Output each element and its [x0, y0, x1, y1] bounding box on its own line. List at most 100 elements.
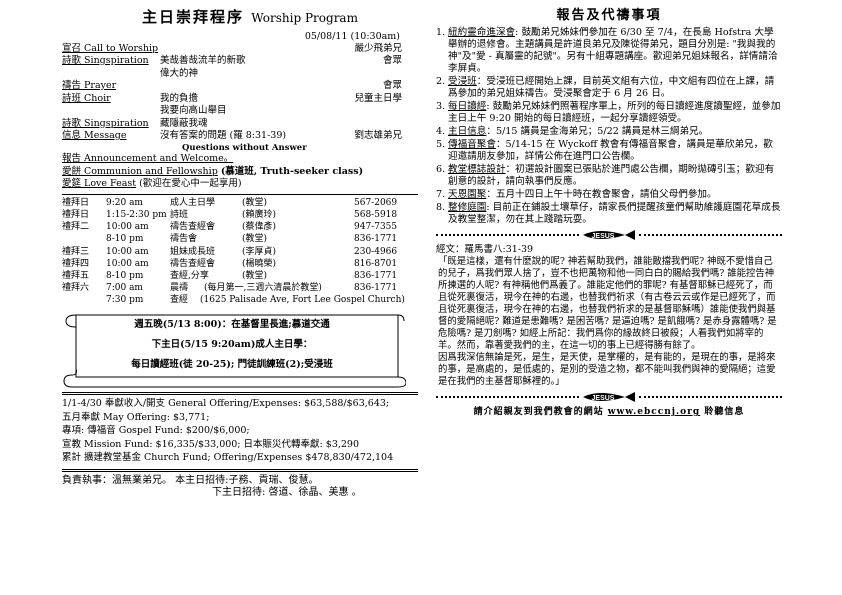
- news-item: 7. 天恩園聚：五月十四日上午十時在教會聚會，請伯父母們參加。: [436, 189, 782, 201]
- website-link[interactable]: www.ebccnj.org: [607, 407, 701, 418]
- schedule-name: 姐妹成長班: [170, 246, 216, 257]
- weekly-schedule: 禮拜日 9:20 am 成人主日學 (教堂) 567-2069 禮拜日 1:15…: [62, 198, 418, 308]
- website-note-suffix: 聆聽信息: [704, 407, 745, 418]
- schedule-name: 詩班: [170, 209, 189, 220]
- schedule-day: 禮拜三: [62, 246, 90, 257]
- order-row: 詩歌 Singspiration 美哉善哉流羊的新歌 會眾: [62, 55, 418, 68]
- news-body: ：受浸班已經開始上課，目前英文組有六位，中文組有四位在上課，請爲參加的弟兄姐妹禱…: [448, 76, 775, 100]
- schedule-place: (楊曉榮): [242, 258, 277, 269]
- schedule-row: 8-10 pm 禱告會 (教堂) 836-1771: [62, 234, 418, 246]
- order-item: 藏隱蔽我魂: [160, 117, 208, 129]
- schedule-row: 禮拜二 10:00 am 禱告查經會 (蔡偉彥) 947-7355: [62, 222, 418, 234]
- news-heading: 教堂標誌設計: [448, 164, 506, 176]
- fellowship-line: 愛餅 Communion and Fellowship (慕道班, Truth-…: [62, 166, 418, 179]
- verse-reference: 經文：羅馬書八:31-39: [436, 244, 534, 255]
- news-body: : 鼓勵弟兄姊妹們參加在 6/30 至 7/4，在長島 Hofstra 大學舉辦…: [448, 27, 778, 75]
- news-text: 每日讀經: 鼓勵弟兄姊妹們照著程序單上，所列的每日讀經進度讀聖經，並參加主日上午…: [448, 101, 782, 125]
- news-number: 1.: [436, 27, 446, 39]
- jesus-fish-divider: JESUS: [436, 229, 782, 241]
- schedule-row: 7:30 pm 查經 (1625 Palisade Ave, Fort Lee …: [62, 295, 418, 307]
- news-body: ：五月十四日上午十時在教會聚會，請伯父母們參加。: [486, 189, 717, 201]
- order-item: 我的負擔: [160, 92, 199, 104]
- news-item: 8. 整修庭園: 目前正在鋪設土壤草仔，請家長們提醒孩童們幫助維護庭園花草成長及…: [436, 202, 782, 226]
- title-en: Worship Program: [251, 11, 358, 25]
- schedule-day: 禮拜二: [62, 222, 90, 233]
- news-number: 3.: [436, 101, 446, 113]
- news-title: 報告及代禱事項: [556, 8, 662, 23]
- scroll-frame-icon: [63, 314, 406, 388]
- jesus-fish-icon: JESUS: [583, 230, 635, 240]
- announcements-column: 報告及代禱事項 1. 紐約靈命進深會: 鼓勵弟兄姊妹們參加在 6/30 至 7/…: [436, 8, 782, 418]
- news-body: ：5/15 講員是金海弟兄；5/22 講員是林三綱弟兄。: [486, 126, 709, 138]
- schedule-name: 禱告會: [170, 234, 198, 245]
- duty-line: 負責執事：溫無業弟兄。 本主日招待:子務、貢瑞、俊慧。: [62, 474, 319, 486]
- news-text: 教堂標誌設計：初選設計圖案已張貼於進門處公告欄，期盼拋磚引玉；歡迎有創意的設計，…: [448, 164, 782, 188]
- order-row: 詩歌 Singspiration 藏隱蔽我魂: [62, 118, 418, 131]
- schedule-phone: 816-8701: [354, 258, 398, 269]
- schedule-row: 禮拜日 1:15-2:30 pm 詩班 (賴廣玲) 568-5918: [62, 210, 418, 222]
- order-label: 詩班 Choir: [62, 92, 111, 104]
- love-feast-label: 愛筵 Love Feast: [62, 178, 137, 190]
- dotted-rule: [639, 396, 782, 399]
- schedule-day: 禮拜五: [62, 270, 90, 281]
- announcement-line: 報告 Announcement and Welcome。: [62, 153, 234, 165]
- news-item: 2. 受浸班：受浸班已經開始上課，目前英文組有六位，中文組有四位在上課，請爲參加…: [436, 76, 782, 100]
- news-text: 紐約靈命進深會: 鼓勵弟兄姊妹們參加在 6/30 至 7/4，在長島 Hofst…: [448, 27, 782, 75]
- schedule-place: (蔡偉彥): [242, 222, 277, 233]
- schedule-day: 禮拜六: [62, 283, 90, 294]
- news-text: 整修庭園: 目前正在鋪設土壤草仔，請家長們提醒孩童們幫助維護庭園花草成長及教堂整…: [448, 202, 782, 226]
- schedule-time: 10:00 am: [106, 258, 149, 269]
- worship-program-column: 主日崇拜程序 Worship Program 05/08/11 (10:30am…: [62, 8, 418, 500]
- news-heading: 傳福音聚會: [448, 139, 496, 151]
- schedule-name: 查經: [170, 295, 189, 306]
- finance-line: 專項: 傳福音 Gospel Fund: $200/$6,000;: [62, 425, 250, 437]
- banner-line: 週五晚(5/13 8:00)：在基督里長進;慕道交通: [134, 319, 330, 331]
- news-body: : 鼓勵弟兄姊妹們照著程序單上，所列的每日讀經進度讀聖經，並參加主日上午 9:2…: [448, 101, 781, 125]
- schedule-time: 8-10 pm: [106, 270, 144, 281]
- order-person: 嚴少飛弟兄: [354, 42, 402, 54]
- news-heading: 每日讀經: [448, 101, 487, 113]
- news-number: 7.: [436, 189, 446, 201]
- schedule-place: (李厚貞): [242, 246, 277, 257]
- news-number: 8.: [436, 202, 446, 214]
- schedule-time: 1:15-2:30 pm: [106, 209, 167, 220]
- order-item: 美哉善哉流羊的新歌: [160, 55, 246, 67]
- news-item: 5. 傳福音聚會：5/14-15 在 Wyckoff 教會有傳福音聚會，講員是華…: [436, 139, 782, 163]
- order-person: 會眾: [382, 55, 402, 67]
- schedule-name: 禱告查經會: [170, 222, 216, 233]
- order-row: 信息 Message 沒有答案的問題 (羅 8:31-39) 劉志雄弟兄: [62, 130, 418, 143]
- jesus-fish-icon: JESUS: [583, 392, 635, 403]
- finance-line: 累計 擴建教堂基金 Church Fund; Offering/Expenses…: [62, 452, 394, 464]
- order-label: 詩歌 Singspiration: [62, 55, 149, 67]
- schedule-day: 禮拜日: [62, 197, 90, 208]
- news-item: 3. 每日讀經: 鼓勵弟兄姊妹們照著程序單上，所列的每日讀經進度讀聖經，並參加主…: [436, 101, 782, 125]
- website-note: 請介紹親友到我們教會的網站 www.ebccnj.org 聆聽信息: [436, 407, 782, 418]
- order-row: 禱告 Prayer 會眾: [62, 80, 418, 93]
- divider: [62, 193, 418, 195]
- news-item: 4. 主日信息：5/15 講員是金海弟兄；5/22 講員是林三綱弟兄。: [436, 126, 782, 138]
- dotted-rule: [436, 234, 579, 236]
- schedule-name: 晨禱: [170, 283, 189, 294]
- news-item: 1. 紐約靈命進深會: 鼓勵弟兄姊妹們參加在 6/30 至 7/4，在長島 Ho…: [436, 27, 782, 75]
- order-person: 劉志雄弟兄: [354, 130, 402, 142]
- order-row: 宣召 Call to Worship 嚴少飛弟兄: [62, 43, 418, 56]
- divider: [62, 392, 418, 396]
- order-label: 宣召 Call to Worship: [62, 42, 159, 54]
- news-heading: 受浸班: [448, 76, 477, 88]
- schedule-name: 查經,分享: [170, 270, 209, 281]
- schedule-time: 10:00 am: [106, 222, 149, 233]
- dotted-rule: [436, 396, 579, 399]
- order-row: 偉大的神: [62, 68, 418, 81]
- schedule-row: 禮拜五 8-10 pm 查經,分享 (教堂) 836-1771: [62, 271, 418, 283]
- news-text: 受浸班：受浸班已經開始上課，目前英文組有六位，中文組有四位在上課，請爲參加的弟兄…: [448, 76, 782, 100]
- news-text: 傳福音聚會：5/14-15 在 Wyckoff 教會有傳福音聚會，講員是華欣弟兄…: [448, 139, 782, 163]
- news-text: 天恩園聚：五月十四日上午十時在教會聚會，請伯父母們參加。: [448, 189, 782, 201]
- finance-line: 五月奉獻 May Offering: $3,771;: [62, 411, 210, 423]
- finance-line: 1/1-4/30 奉獻收入/開支 General Offering/Expens…: [62, 398, 390, 410]
- schedule-phone: 836-1771: [354, 283, 398, 294]
- jesus-fish-divider: JESUS: [436, 391, 782, 403]
- news-body: ：初選設計圖案已張貼於進門處公告欄，期盼拋磚引玉；歡迎有創意的設計，請向執事們反…: [448, 164, 775, 188]
- schedule-place: (每月第一,三週六清晨於教堂): [204, 283, 322, 294]
- news-body: ：5/14-15 在 Wyckoff 教會有傳福音聚會，講員是華欣弟兄，歡迎邀請…: [448, 139, 773, 163]
- news-body: : 目前正在鋪設土壤草仔，請家長們提醒孩童們幫助維護庭園花草成長及教堂整潔，勿在…: [448, 202, 781, 226]
